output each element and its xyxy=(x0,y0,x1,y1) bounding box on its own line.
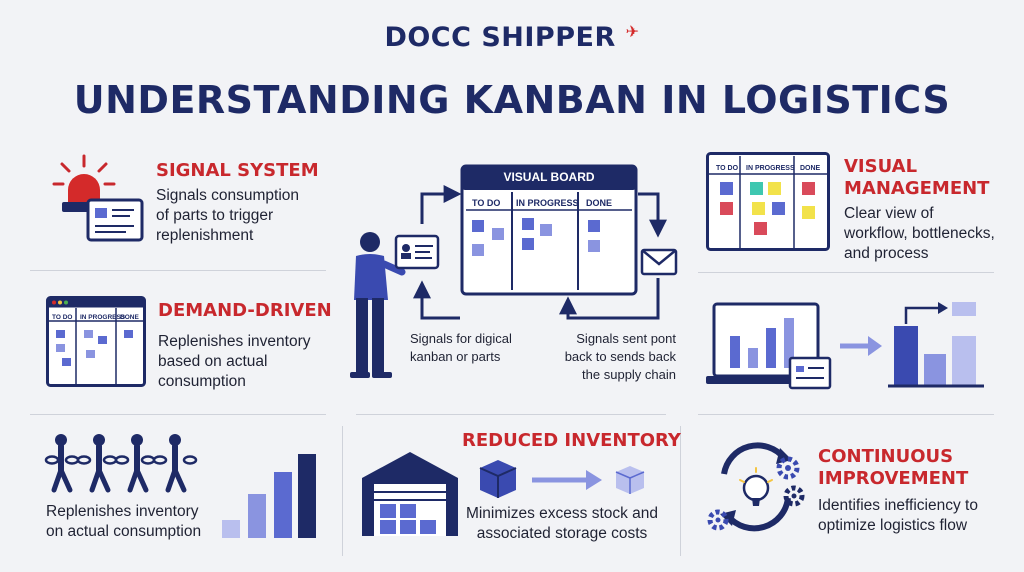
sticky-notes-board-icon xyxy=(706,152,830,251)
sticky-board-col-done: DONE xyxy=(800,165,821,172)
small-board-col-done: DONE xyxy=(120,314,139,321)
growth-bars-icon xyxy=(222,454,316,538)
divider-right-bottom xyxy=(698,414,994,415)
visual-management-title: VISUAL MANAGEMENT xyxy=(844,156,990,199)
reduced-inventory-text: Minimizes excess stock and associated st… xyxy=(465,505,659,542)
board-col-todo: TO DO xyxy=(472,198,501,208)
warehouse-stock-icon xyxy=(362,452,645,536)
brand-logo: DOCC SHIPPER ✈ xyxy=(0,22,1024,53)
page-title: UNDERSTANDING KANBAN IN LOGISTICS xyxy=(73,78,951,122)
sticky-board-col-todo: TO DO xyxy=(716,165,739,172)
board-col-inprogress: IN PROGRESS xyxy=(516,198,579,208)
sticky-board-col-inprogress: IN PROGRESS xyxy=(746,165,795,172)
board-left-caption: Signals for digical kanban or parts xyxy=(410,331,512,364)
visual-management-text: Clear view of workflow, bottlenecks, and… xyxy=(844,205,995,262)
continuous-improvement-text: Identifies inefficiency to optimize logi… xyxy=(818,497,978,534)
small-board-col-inprogress: IN PROGRESS xyxy=(80,314,126,321)
demand-driven-title: DEMAND-DRIVEN xyxy=(158,300,332,321)
logo-text: DOCC SHIPPER xyxy=(384,22,616,53)
small-board-col-todo: TO DO xyxy=(52,314,73,321)
continuous-improvement-title: CONTINUOUS IMPROVEMENT xyxy=(818,446,969,489)
board-col-done: DONE xyxy=(586,198,613,208)
vertical-divider-right xyxy=(680,426,681,556)
laptop-analytics-icon xyxy=(706,302,984,390)
improvement-cycle-icon xyxy=(707,442,805,532)
signal-system-title: SIGNAL SYSTEM xyxy=(156,160,319,181)
divider-left-top xyxy=(30,270,326,271)
kanban-board-small-icon xyxy=(46,296,146,387)
demand-driven-text: Replenishes inventory based on actual co… xyxy=(158,333,311,390)
airplane-icon: ✈ xyxy=(625,22,640,41)
bottom-left-text: Replenishes inventory on actual consumpt… xyxy=(46,503,202,540)
alarm-signal-icon xyxy=(52,154,144,242)
visual-board-diagram xyxy=(350,164,678,378)
board-right-caption: Signals sent pont back to sends back the… xyxy=(564,331,676,382)
vertical-divider-left xyxy=(342,426,343,556)
divider-right-top xyxy=(698,272,994,273)
chain-workers-icon xyxy=(44,434,198,493)
divider-left-bottom xyxy=(30,414,326,415)
signal-system-text: Signals consumption of parts to trigger … xyxy=(156,187,300,244)
divider-center-bottom xyxy=(356,414,666,415)
reduced-inventory-title: REDUCED INVENTORY xyxy=(462,430,681,451)
visual-board-title: VISUAL BOARD xyxy=(503,170,595,184)
